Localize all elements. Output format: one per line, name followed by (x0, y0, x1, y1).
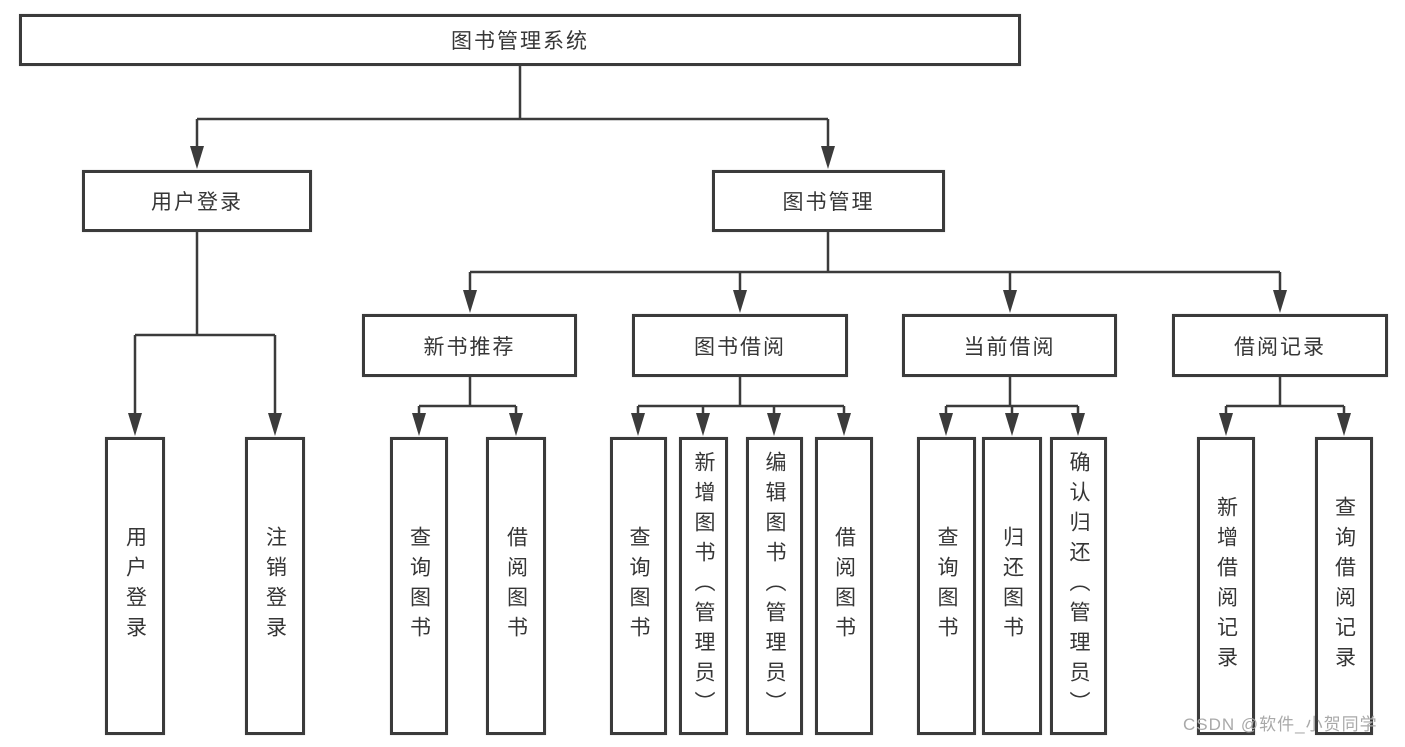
leaf-logout: 注销登录 (245, 437, 305, 735)
node-library-system: 图书管理系统 (19, 14, 1021, 66)
leaf-user-login: 用户登录 (105, 437, 165, 735)
leaf-return-book: 归还图书 (982, 437, 1042, 735)
leaf-query-books-borrow: 查询图书 (610, 437, 667, 735)
connector-book-borrow-to-leaves (636, 377, 846, 417)
node-current-borrow: 当前借阅 (902, 314, 1117, 377)
csdn-watermark: CSDN @软件_小贺同学 (1183, 715, 1378, 734)
connector-book-mgmt-to-level3 (468, 232, 1282, 294)
leaf-add-borrow-record: 新增借阅记录 (1197, 437, 1255, 735)
node-book-borrow: 图书借阅 (632, 314, 848, 377)
connector-new-book-to-leaves (417, 377, 518, 417)
leaf-borrow-books-recommend: 借阅图书 (486, 437, 546, 735)
connector-user-login-to-leaves (133, 232, 277, 417)
node-book-management: 图书管理 (712, 170, 945, 232)
leaf-add-book-admin: 新增图书（管理员） (679, 437, 728, 735)
leaf-edit-book-admin: 编辑图书（管理员） (746, 437, 803, 735)
leaf-query-borrow-record: 查询借阅记录 (1315, 437, 1373, 735)
node-new-book-recommend: 新书推荐 (362, 314, 577, 377)
leaf-confirm-return-admin: 确认归还（管理员） (1050, 437, 1107, 735)
connector-borrow-records-to-leaves (1224, 377, 1346, 417)
leaf-query-books-current: 查询图书 (917, 437, 976, 735)
leaf-query-books-recommend: 查询图书 (390, 437, 448, 735)
connector-current-borrow-to-leaves (944, 377, 1080, 417)
node-borrow-records: 借阅记录 (1172, 314, 1388, 377)
node-user-login: 用户登录 (82, 170, 312, 232)
leaf-borrow-books: 借阅图书 (815, 437, 873, 735)
connector-root-to-level2 (195, 66, 830, 150)
